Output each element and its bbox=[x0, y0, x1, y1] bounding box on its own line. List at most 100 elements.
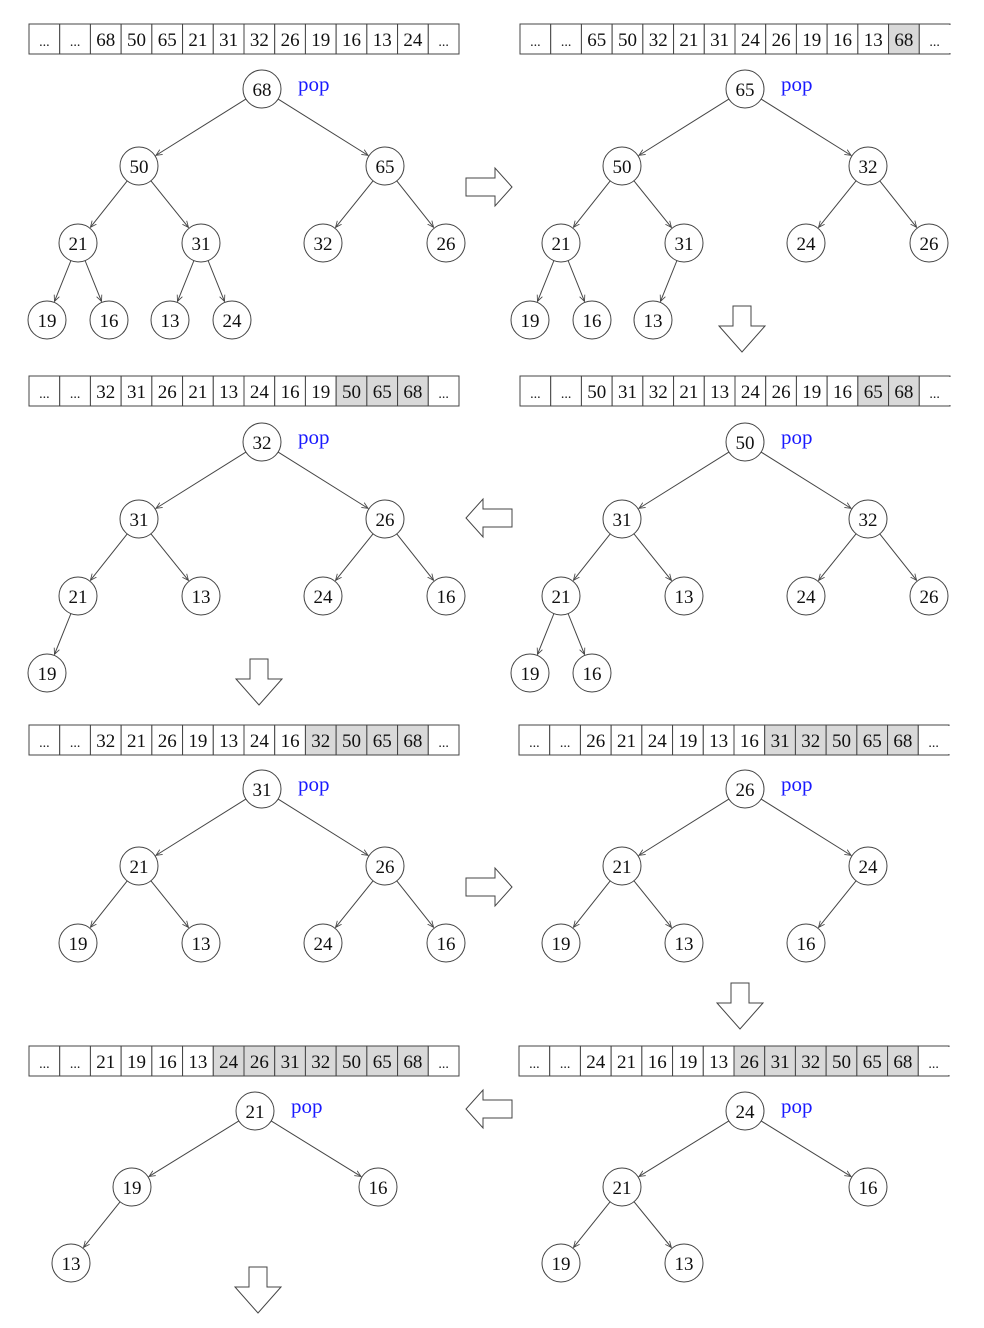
cell-value: 13 bbox=[219, 382, 238, 403]
node-value: 21 bbox=[613, 1178, 632, 1199]
node-circle bbox=[602, 846, 642, 886]
tree-node: 13 bbox=[51, 1243, 91, 1283]
cell-box bbox=[794, 1045, 827, 1077]
array-cell: 24 bbox=[641, 724, 674, 756]
cell-box bbox=[918, 23, 951, 55]
cell-value: 32 bbox=[801, 731, 820, 752]
cell-box bbox=[335, 724, 368, 756]
node-value: 21 bbox=[552, 234, 571, 255]
cell-value: 19 bbox=[311, 382, 330, 403]
array-cell: 21 bbox=[182, 375, 214, 407]
tree-node: 24 bbox=[303, 576, 343, 616]
cell-value: 21 bbox=[617, 1052, 636, 1073]
node-value: 16 bbox=[437, 587, 456, 608]
cell-value: 65 bbox=[864, 382, 883, 403]
array-cell: 19 bbox=[795, 23, 828, 55]
cell-value: 65 bbox=[587, 30, 606, 51]
tree-node: 31 bbox=[602, 499, 642, 539]
tree-node: 24 bbox=[786, 576, 826, 616]
node-value: 31 bbox=[253, 780, 272, 801]
array-cell: 26 bbox=[579, 724, 612, 756]
array-cell-sorted: 31 bbox=[764, 1045, 796, 1077]
cell-box bbox=[212, 1045, 245, 1077]
node-value: 16 bbox=[437, 934, 456, 955]
cell-value: 32 bbox=[311, 731, 330, 752]
cell-value: 68 bbox=[894, 382, 913, 403]
tree-edge bbox=[660, 260, 678, 302]
array-cell: 13 bbox=[182, 1045, 214, 1077]
cell-box bbox=[519, 23, 552, 55]
array-cell: ... bbox=[59, 23, 91, 55]
node-circle bbox=[365, 499, 405, 539]
array-cell-sorted: 65 bbox=[366, 1045, 399, 1077]
tree-edge bbox=[639, 798, 730, 855]
array-cell: 13 bbox=[366, 23, 399, 55]
node-value: 19 bbox=[38, 664, 57, 685]
array-open-end bbox=[948, 1047, 952, 1075]
root-node: 21 bbox=[235, 1091, 275, 1131]
down-arrow-icon bbox=[717, 305, 767, 353]
tree-node: 21 bbox=[541, 576, 581, 616]
array-cell: ... bbox=[918, 375, 951, 407]
cell-value: 16 bbox=[342, 30, 361, 51]
cell-value: ... bbox=[561, 35, 572, 50]
node-value: 24 bbox=[223, 311, 243, 332]
node-circle bbox=[572, 300, 612, 340]
cell-box bbox=[28, 724, 61, 756]
cell-value: 16 bbox=[648, 1052, 667, 1073]
tree-node: 19 bbox=[27, 300, 67, 340]
tree-edge bbox=[760, 451, 851, 508]
array-cell: ... bbox=[549, 1045, 581, 1077]
tree-node: 19 bbox=[541, 923, 581, 963]
cell-value: ... bbox=[438, 736, 449, 751]
tree-node: 65 bbox=[365, 146, 405, 186]
cell-box bbox=[212, 375, 245, 407]
cell-box bbox=[917, 1045, 950, 1077]
array-cell: ... bbox=[427, 23, 460, 55]
node-circle bbox=[181, 923, 221, 963]
array-cell: 24 bbox=[734, 375, 767, 407]
array-cell: ... bbox=[518, 1045, 551, 1077]
cell-value: 26 bbox=[772, 30, 791, 51]
cell-box bbox=[765, 375, 797, 407]
cell-value: 32 bbox=[96, 382, 115, 403]
left-arrow-icon bbox=[465, 1088, 513, 1130]
array-cell: 21 bbox=[610, 1045, 643, 1077]
node-circle bbox=[848, 846, 888, 886]
tree-node: 19 bbox=[510, 653, 550, 693]
node-circle bbox=[426, 576, 466, 616]
cell-value: 65 bbox=[373, 731, 392, 752]
down-arrow-icon bbox=[715, 982, 765, 1030]
array-cell: 26 bbox=[765, 375, 797, 407]
node-circle bbox=[303, 923, 343, 963]
cell-value: 19 bbox=[311, 30, 330, 51]
tree-edge bbox=[150, 533, 189, 581]
node-value: 16 bbox=[797, 934, 816, 955]
node-value: 24 bbox=[797, 234, 817, 255]
cell-box bbox=[673, 375, 705, 407]
cell-box bbox=[795, 23, 828, 55]
root-node: 26 bbox=[725, 769, 765, 809]
node-circle bbox=[365, 146, 405, 186]
tree-node: 16 bbox=[848, 1167, 888, 1207]
node-circle bbox=[510, 300, 550, 340]
tree-edge bbox=[54, 613, 72, 655]
node-circle bbox=[664, 923, 704, 963]
cell-value: 21 bbox=[96, 1052, 115, 1073]
tree-node: 13 bbox=[150, 300, 190, 340]
cell-value: ... bbox=[560, 736, 571, 751]
root-node: 68 bbox=[242, 69, 282, 109]
tree-node: 50 bbox=[119, 146, 159, 186]
cell-box bbox=[89, 1045, 122, 1077]
cell-value: ... bbox=[70, 387, 81, 402]
array-cell-sorted: 65 bbox=[856, 724, 889, 756]
